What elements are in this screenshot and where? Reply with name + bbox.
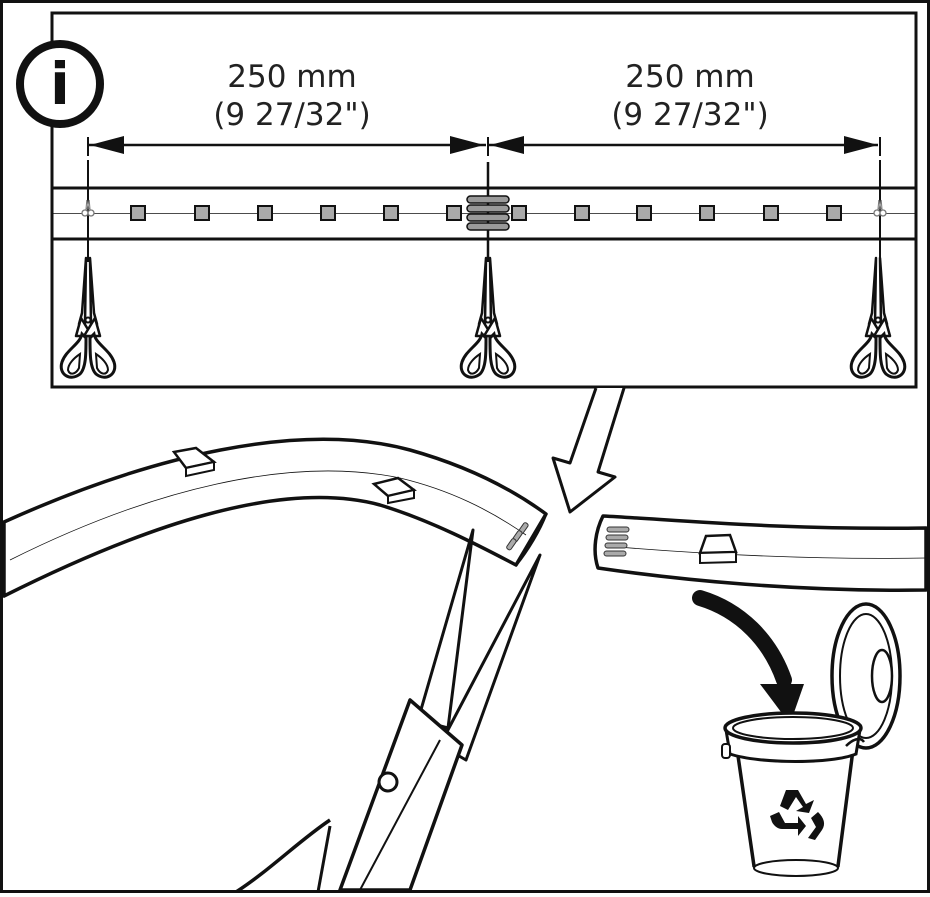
strip-curve-left	[2, 437, 548, 598]
recycle-icon	[770, 790, 825, 840]
led-chip	[320, 205, 336, 221]
led-chip	[826, 205, 842, 221]
led-chip	[446, 205, 462, 221]
cutting-scissors-icon	[235, 528, 542, 894]
dimension-line-right	[487, 136, 881, 156]
strip-curve-right	[593, 514, 928, 592]
led-chip	[636, 205, 652, 221]
led-chip	[511, 205, 527, 221]
led-chip	[699, 205, 715, 221]
contact-pads	[466, 195, 510, 231]
info-icon: i	[16, 40, 104, 128]
dimension-line-left	[87, 136, 486, 156]
trash-bin-icon	[721, 602, 902, 877]
led-chip	[194, 205, 210, 221]
dimension-metric: 250 mm	[625, 59, 755, 95]
led-chip	[383, 205, 399, 221]
dimension-label-left: 250 mm (9 27/32")	[172, 58, 412, 134]
led-chip	[257, 205, 273, 221]
dimension-metric: 250 mm	[227, 59, 357, 95]
dimension-label-right: 250 mm (9 27/32")	[570, 58, 810, 134]
led-chip	[574, 205, 590, 221]
info-symbol: i	[50, 50, 70, 118]
led-chip	[130, 205, 146, 221]
pointer-arrow	[551, 387, 626, 514]
led-chip	[763, 205, 779, 221]
dimension-imperial: (9 27/32")	[611, 97, 769, 133]
dimension-imperial: (9 27/32")	[213, 97, 371, 133]
led-chips	[130, 205, 842, 221]
